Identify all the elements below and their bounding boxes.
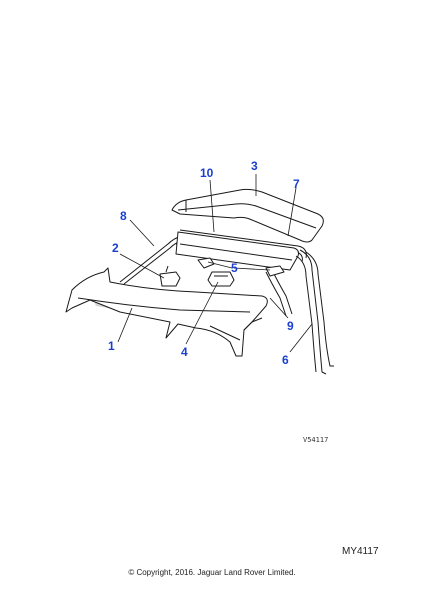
part-3-roof-panel: [171, 188, 324, 243]
part-4-clip: [207, 271, 235, 287]
part-9-side-rail-right: [265, 269, 293, 317]
drawing-reference: V54117: [303, 436, 329, 444]
part-2-bracket: [159, 265, 181, 287]
part-5-clip: [197, 257, 285, 277]
callout-2: 2: [112, 241, 119, 255]
diagram-code: MY4117: [342, 546, 379, 557]
callout-10: 10: [200, 166, 214, 180]
callout-4: 4: [181, 345, 188, 359]
callout-1: 1: [108, 339, 115, 353]
part-6-rear-seal: [295, 249, 334, 375]
callout-7: 7: [293, 177, 300, 191]
callout-5: 5: [231, 261, 238, 275]
leader-lines: [117, 174, 313, 353]
callout-8: 8: [120, 209, 127, 223]
callout-3: 3: [251, 159, 258, 173]
callout-6: 6: [282, 353, 289, 367]
copyright-notice: © Copyright, 2016. Jaguar Land Rover Lim…: [128, 568, 296, 577]
callout-9: 9: [287, 319, 294, 333]
part-1-front-header-panel: [65, 267, 268, 357]
part-10-cross-member: [175, 231, 299, 271]
